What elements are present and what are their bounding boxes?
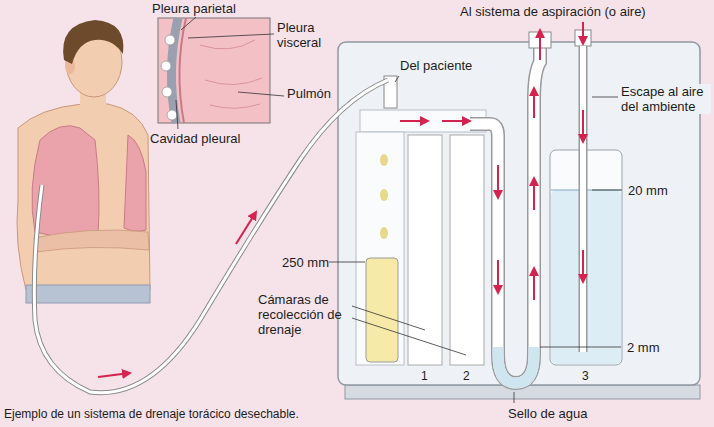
part-label: Sello de agua	[508, 406, 588, 421]
drainage-unit-part	[514, 392, 515, 403]
pleura-inset-part	[238, 92, 284, 96]
drainage-unit-part	[450, 135, 484, 365]
chest-tube	[34, 80, 388, 393]
flow-arrows-part	[582, 250, 584, 282]
patient-figure-part	[34, 230, 149, 252]
flow-arrows-part	[442, 120, 470, 122]
flow-arrows-part	[539, 30, 541, 60]
pleura-inset-part	[181, 17, 196, 30]
drainage-unit-part	[498, 347, 534, 383]
patient-figure-part	[32, 126, 99, 238]
outlet-label: Al sistema de aspiración (o aire)	[460, 4, 646, 19]
callout-number: 1	[421, 369, 428, 384]
flow-arrows-part	[497, 165, 499, 198]
flow-arrows-part	[533, 268, 535, 300]
part-label: Cámaras de recolección de drenaje	[258, 292, 350, 337]
outlet-label: Escape al aire del ambiente	[619, 84, 711, 114]
drainage-unit-part	[380, 154, 388, 166]
drainage-unit-part	[366, 258, 398, 362]
flow-arrows-part	[497, 260, 499, 293]
drainage-unit-part	[592, 190, 622, 191]
pleura-inset	[158, 17, 284, 129]
patient-figure-part	[63, 20, 123, 64]
flow-arrows-part	[98, 373, 130, 377]
dimension-label: 20 mm	[626, 183, 670, 198]
pleura-inset-part	[188, 34, 274, 38]
callout-number: 2	[463, 369, 470, 384]
drainage-unit-part	[352, 318, 466, 355]
label-text: Cavidad pleural	[150, 131, 240, 146]
chest-tube-part	[34, 80, 388, 393]
callout-number: 3	[582, 369, 589, 384]
pleura-inset-part	[165, 35, 175, 45]
patient-figure-part	[124, 135, 146, 231]
pleura-inset-part	[179, 18, 186, 123]
pleura-inset-part	[162, 87, 172, 97]
drainage-unit-part	[579, 46, 588, 352]
inlet-label: Del paciente	[400, 58, 472, 73]
drainage-unit-part	[356, 132, 404, 365]
pleura-inset-part	[176, 100, 178, 129]
drainage-unit-part	[580, 46, 586, 352]
caption: Ejemplo de un sistema de drenaje torácic…	[4, 407, 299, 421]
drainage-unit-part	[592, 97, 618, 98]
drainage-unit-part	[352, 306, 425, 330]
drainage-unit-part	[408, 135, 442, 365]
pleura-inset-part	[161, 61, 171, 71]
flow-arrows-part	[533, 88, 535, 118]
flow-arrows-part	[582, 22, 584, 44]
drainage-unit-part	[329, 262, 365, 263]
label-text: Pulmón	[287, 86, 331, 101]
pleura-inset-part	[167, 110, 177, 120]
flow-arrows	[98, 22, 583, 377]
label-text: Pleura visceral	[277, 20, 335, 50]
dimension-label: 250 mm	[282, 255, 329, 270]
drainage-unit-part	[380, 227, 388, 239]
drainage-unit-part	[380, 189, 388, 201]
flow-arrows-part	[582, 110, 584, 142]
pleura-inset-part	[171, 18, 178, 123]
drainage-unit-part	[395, 76, 399, 82]
pleura-inset-part	[200, 40, 262, 108]
dimension-label: 2 mm	[625, 340, 662, 355]
patient-figure-part	[26, 285, 150, 303]
flow-arrows-part	[400, 120, 428, 122]
drainage-unit-part	[470, 46, 540, 383]
flow-arrows-part	[236, 212, 256, 244]
drainage-unit-part	[470, 46, 540, 383]
label-text: Pleura parietal	[152, 1, 236, 16]
drainage-unit-part	[540, 347, 621, 348]
flow-arrows-part	[533, 178, 535, 210]
drainage-unit-part	[360, 110, 486, 132]
pleura-inset-part	[158, 18, 270, 123]
chest-tube-part	[34, 80, 388, 393]
